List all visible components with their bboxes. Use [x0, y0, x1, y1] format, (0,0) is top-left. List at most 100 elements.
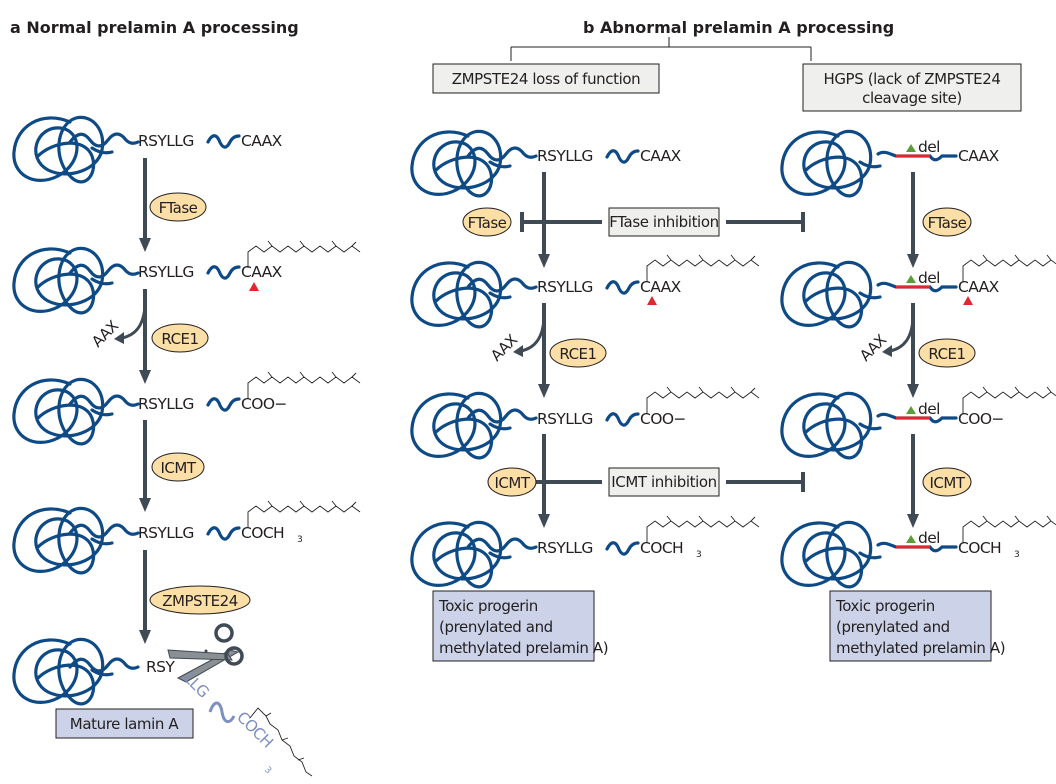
- panel-a-arrows: [114, 158, 151, 644]
- svg-text:FTase: FTase: [468, 214, 507, 232]
- panel-b-right-arrows: [882, 172, 919, 528]
- svg-text:Toxic progerin: Toxic progerin: [438, 597, 538, 615]
- deletion-marker: [906, 535, 916, 543]
- panel-b-title: b Abnormal prelamin A processing: [583, 18, 894, 37]
- aax-released-label: AAX: [88, 317, 122, 351]
- panel-a-protein-1: RSYLLG CAAX: [12, 115, 283, 184]
- svg-text:FTase: FTase: [928, 214, 967, 232]
- svg-text:(prenylated and: (prenylated and: [439, 618, 553, 636]
- svg-text:CAAX: CAAX: [241, 132, 283, 150]
- cleavage-site-marker: [249, 282, 259, 291]
- svg-text:RCE1: RCE1: [928, 345, 965, 363]
- enzyme-ftase: FTase: [149, 192, 207, 222]
- svg-text:3: 3: [262, 765, 273, 776]
- svg-text:COO−: COO−: [958, 410, 1004, 428]
- svg-text:RSY: RSY: [146, 658, 175, 676]
- right-protein-4: del COCH 3: [780, 515, 1056, 589]
- svg-text:ICMT: ICMT: [494, 474, 530, 492]
- svg-text:methylated prelamin A): methylated prelamin A): [439, 639, 608, 657]
- svg-text:ICMT inhibition: ICMT inhibition: [611, 473, 717, 491]
- enzyme-icmt: ICMT: [151, 452, 205, 482]
- svg-text:COCH: COCH: [958, 539, 1001, 557]
- svg-text:del: del: [918, 400, 940, 418]
- svg-text:cleavage site): cleavage site): [862, 89, 962, 107]
- enzyme-zmpste24: ZMPSTE24: [149, 585, 251, 615]
- enzyme-rce1: RCE1: [151, 323, 209, 353]
- svg-text:del: del: [918, 529, 940, 547]
- svg-text:ICMT: ICMT: [160, 459, 196, 477]
- svg-text:CAAX: CAAX: [640, 147, 682, 165]
- deletion-marker: [906, 144, 916, 152]
- deletion-marker: [906, 406, 916, 414]
- svg-text:COO−: COO−: [241, 395, 287, 413]
- left-protein-4: RSYLLG COCH 3: [410, 515, 760, 589]
- mature-lamin-a-box: Mature lamin A: [55, 708, 194, 739]
- svg-text:RSYLLG: RSYLLG: [138, 524, 194, 542]
- svg-text:CAAX: CAAX: [958, 278, 1000, 296]
- panel-a-protein-3: RSYLLG COO−: [12, 371, 361, 446]
- branch-bracket: [510, 37, 812, 61]
- svg-text:COCH: COCH: [241, 524, 284, 542]
- left-toxic-progerin-box: Toxic progerin (prenylated and methylate…: [432, 590, 609, 662]
- svg-text:COO−: COO−: [640, 410, 686, 428]
- svg-text:3: 3: [1014, 550, 1020, 560]
- svg-text:FTase inhibition: FTase inhibition: [609, 213, 718, 231]
- right-enzyme-ftase: FTase: [922, 207, 972, 237]
- zmpste24-loss-box: ZMPSTE24 loss of function: [432, 63, 660, 94]
- svg-text:RCE1: RCE1: [161, 330, 198, 348]
- right-aax-released-label: AAX: [856, 331, 890, 365]
- svg-text:RSYLLG: RSYLLG: [138, 395, 194, 413]
- svg-text:ZMPSTE24: ZMPSTE24: [162, 592, 238, 610]
- svg-text:ICMT: ICMT: [929, 474, 965, 492]
- right-toxic-progerin-box: Toxic progerin (prenylated and methylate…: [829, 590, 1006, 662]
- left-protein-1: RSYLLG CAAX: [410, 129, 682, 198]
- right-enzyme-rce1: RCE1: [918, 338, 976, 368]
- panel-a-protein-5: RSY: [12, 637, 176, 706]
- svg-text:ZMPSTE24 loss of function: ZMPSTE24 loss of function: [452, 70, 641, 88]
- svg-text:CAAX: CAAX: [640, 278, 682, 296]
- svg-text:CAAX: CAAX: [241, 263, 283, 281]
- left-aax-released-label: AAX: [487, 331, 521, 365]
- cleavage-site-marker: [647, 296, 657, 305]
- svg-text:RSYLLG: RSYLLG: [138, 263, 194, 281]
- svg-text:3: 3: [297, 535, 303, 545]
- svg-text:RSYLLG: RSYLLG: [537, 410, 593, 428]
- scissors-icon: [167, 623, 244, 683]
- svg-text:del: del: [918, 269, 940, 287]
- left-protein-2: RSYLLG CAAX: [410, 254, 760, 329]
- svg-text:3: 3: [696, 550, 702, 560]
- panel-a-protein-2: RSYLLG CAAX: [12, 240, 361, 315]
- svg-text:Mature lamin A: Mature lamin A: [70, 715, 180, 733]
- right-protein-1: del CAAX: [780, 129, 1000, 198]
- svg-text:RSYLLG: RSYLLG: [537, 278, 593, 296]
- svg-text:(prenylated and: (prenylated and: [836, 618, 950, 636]
- hgps-box: HGPS (lack of ZMPSTE24 cleavage site): [802, 63, 1022, 112]
- right-enzyme-icmt: ICMT: [922, 467, 972, 497]
- deletion-marker: [906, 275, 916, 283]
- svg-text:RSYLLG: RSYLLG: [537, 147, 593, 165]
- svg-text:CAAX: CAAX: [958, 147, 1000, 165]
- panel-a-title: a Normal prelamin A processing: [10, 18, 299, 37]
- svg-text:HGPS (lack of ZMPSTE24: HGPS (lack of ZMPSTE24: [823, 70, 1000, 88]
- right-protein-2: del CAAX: [780, 254, 1056, 329]
- left-enzyme-ftase: FTase: [462, 207, 512, 237]
- svg-text:del: del: [918, 138, 940, 156]
- svg-text:RSYLLG: RSYLLG: [537, 539, 593, 557]
- panel-a-protein-4: RSYLLG COCH 3: [12, 500, 361, 575]
- icmt-inhibition: ICMT inhibition: [520, 467, 805, 497]
- right-protein-3: del COO−: [780, 386, 1056, 460]
- svg-text:COCH: COCH: [233, 708, 276, 751]
- svg-text:methylated prelamin A): methylated prelamin A): [836, 639, 1005, 657]
- ftase-inhibition: FTase inhibition: [520, 207, 805, 237]
- panel-b-left-arrows: [513, 172, 550, 528]
- svg-text:FTase: FTase: [159, 199, 198, 217]
- svg-text:Toxic progerin: Toxic progerin: [835, 597, 935, 615]
- svg-text:RCE1: RCE1: [559, 345, 596, 363]
- svg-text:COCH: COCH: [640, 539, 683, 557]
- left-enzyme-icmt: ICMT: [487, 467, 537, 497]
- cleavage-site-marker: [963, 296, 973, 305]
- left-protein-3: RSYLLG COO−: [410, 386, 760, 460]
- cleaved-fragment: LLG COCH 3: [180, 669, 313, 777]
- svg-text:RSYLLG: RSYLLG: [138, 132, 194, 150]
